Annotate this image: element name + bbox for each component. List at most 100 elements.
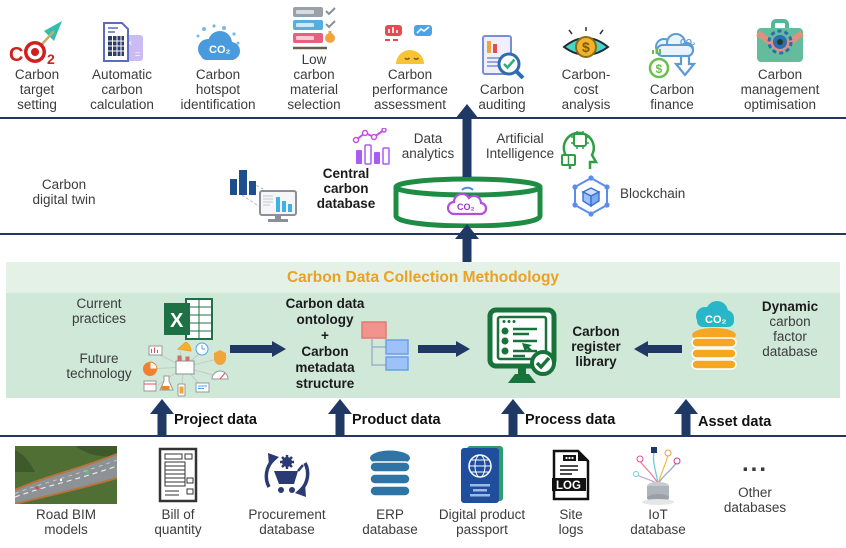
future-technology-label: Future technology — [66, 351, 132, 382]
dynamic-label-rest: carbon factor database — [762, 314, 818, 360]
app-low-carbon-material-selection: Low carbon material selection — [279, 6, 349, 112]
source-iot-database: IoT database — [616, 443, 700, 537]
svg-text:X: X — [170, 310, 184, 332]
digital-twin-icon — [230, 170, 297, 222]
svg-text:C: C — [9, 44, 23, 65]
source-label: ERP database — [362, 507, 418, 538]
source-procurement-database: Procurement database — [230, 443, 344, 537]
svg-text:CO₂: CO₂ — [209, 44, 231, 56]
app-carbon-auditing: Carbon auditing — [467, 34, 537, 112]
app-carbon-performance-assessment: Carbon performance assessment — [355, 23, 465, 112]
source-label: Procurement database — [248, 507, 326, 538]
asset-data-arrow — [674, 399, 698, 437]
svg-text:×: × — [127, 38, 132, 48]
app-carbon-cost-analysis: $ Carbon- cost analysis — [551, 25, 621, 112]
app-label: Carbon finance — [649, 81, 695, 112]
methodology-title-strip: Carbon Data Collection Methodology — [6, 262, 840, 293]
bill-of-quantity-icon — [158, 447, 198, 503]
process-data-arrow — [501, 399, 525, 437]
central-database-cylinder-icon: CO₂ — [393, 176, 543, 228]
app-carbon-finance: CO₂ $ Carbon finance — [637, 32, 707, 112]
app-carbon-hotspot-identification: CO₂ Carbon hotspot identification — [166, 23, 270, 112]
dynamic-factor-database-label: Dynamic carbon factor database — [738, 299, 842, 359]
enablers-band: Carbon digital twin Central carbon datab… — [0, 104, 846, 264]
divider-middle — [0, 233, 846, 235]
artificial-intelligence-label: Artificial Intelligence — [485, 131, 555, 162]
artificial-intelligence-icon — [561, 131, 599, 169]
source-erp-database: ERP database — [350, 443, 430, 537]
source-other-databases: ... Other databases — [705, 443, 805, 516]
source-label: Bill of quantity — [154, 507, 202, 538]
app-label: Carbon management optimisation — [740, 66, 820, 112]
svg-text:=: = — [135, 49, 140, 59]
divider-bottom — [0, 435, 846, 437]
source-digital-product-passport: Digital product passport — [425, 443, 539, 537]
app-label: Carbon hotspot identification — [180, 66, 256, 112]
co2-target-icon: C 2 — [9, 20, 62, 65]
source-bill-of-quantity: Bill of quantity — [143, 443, 213, 537]
ontology-tree-icon — [361, 321, 409, 371]
product-data-arrow — [328, 399, 352, 437]
technology-cluster-icon — [143, 341, 229, 397]
app-carbon-target-setting: C 2 Carbon target setting — [4, 19, 70, 112]
carbon-register-icon — [487, 307, 557, 383]
dynamic-label-bold: Dynamic — [761, 299, 819, 314]
log-file-icon: LOG — [552, 449, 590, 501]
svg-text:CO₂: CO₂ — [705, 314, 727, 326]
svg-text:LOG: LOG — [556, 480, 581, 492]
app-carbon-management-optimisation: Carbon management optimisation — [718, 18, 842, 112]
project-data-arrow — [150, 399, 174, 437]
data-analytics-label: Data analytics — [401, 131, 455, 162]
app-label: Carbon target setting — [14, 66, 60, 112]
finance-cloud-icon: CO₂ $ — [648, 32, 697, 79]
central-carbon-database-label: Central carbon database — [316, 166, 376, 212]
app-label: Carbon- cost analysis — [561, 66, 611, 112]
cost-eye-icon: $ — [562, 26, 610, 58]
project-data-label: Project data — [174, 412, 257, 428]
asset-data-label: Asset data — [698, 414, 772, 430]
ontology-to-register-arrow — [418, 340, 470, 358]
performance-face-icon — [385, 24, 432, 64]
source-site-logs: LOG Site logs — [541, 443, 601, 537]
source-road-bim-models: Road BIM models — [10, 443, 122, 537]
procurement-icon — [264, 453, 310, 497]
app-label: Low carbon material selection — [287, 51, 341, 112]
svg-text:2: 2 — [47, 51, 55, 65]
svg-text:CO₂: CO₂ — [680, 38, 696, 47]
source-label: Road BIM models — [35, 507, 97, 538]
blockchain-icon — [572, 175, 610, 217]
applications-row: C 2 Carbon target setting ×= Automatic c… — [0, 0, 846, 118]
practices-to-ontology-arrow — [230, 340, 286, 358]
carbon-register-label: Carbon register library — [571, 324, 621, 370]
svg-text:$: $ — [656, 62, 663, 76]
source-label: IoT database — [630, 507, 686, 538]
ellipsis-icon: ... — [741, 450, 768, 477]
process-data-label: Process data — [525, 412, 616, 428]
calculator-document-icon: ×= — [103, 21, 143, 62]
carbon-digital-twin-label: Carbon digital twin — [32, 177, 96, 208]
svg-text:CO₂: CO₂ — [457, 202, 475, 212]
factor-db-to-register-arrow — [634, 340, 682, 358]
product-data-label: Product data — [352, 412, 441, 428]
blockchain-label: Blockchain — [620, 186, 686, 201]
app-label: Automatic carbon calculation — [90, 66, 154, 112]
methodology-title: Carbon Data Collection Methodology — [286, 268, 560, 286]
co2-cloud-icon: CO₂ — [196, 24, 240, 60]
source-label: Other databases — [723, 485, 787, 516]
erp-database-icon — [369, 450, 411, 497]
material-list-icon — [293, 6, 336, 49]
iot-database-icon — [633, 447, 681, 505]
database-to-applications-arrow — [455, 104, 479, 177]
methodology-to-database-arrow — [455, 224, 479, 264]
digital-passport-icon — [461, 446, 503, 503]
svg-text:$: $ — [582, 39, 590, 55]
app-label: Carbon auditing — [478, 81, 526, 112]
source-label: Site logs — [558, 507, 584, 538]
divider-top — [0, 117, 846, 119]
carbon-factor-database-icon: CO₂ — [691, 301, 737, 370]
data-analytics-icon — [352, 128, 390, 165]
briefcase-gear-icon — [756, 18, 804, 62]
audit-magnifier-icon — [482, 34, 525, 80]
source-label: Digital product passport — [438, 507, 526, 538]
